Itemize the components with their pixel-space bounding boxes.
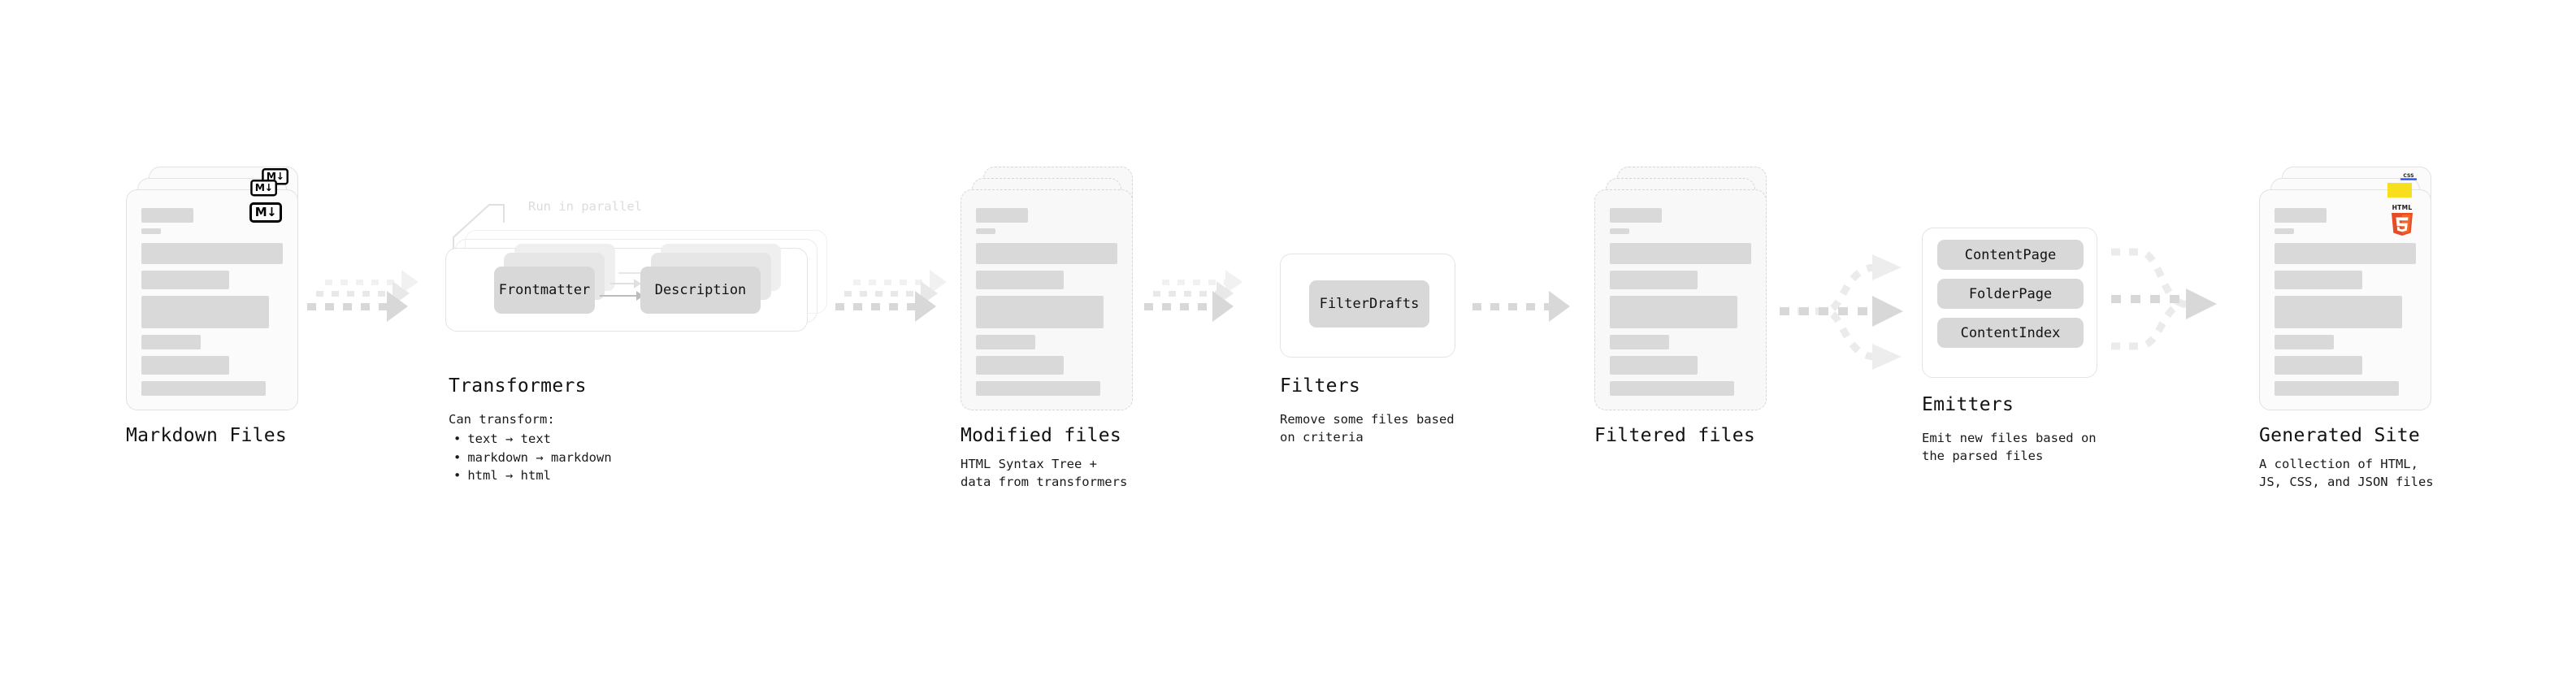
run-in-parallel-bracket-icon [453,204,505,255]
filters-box: FilterDrafts [1280,254,1455,358]
skeleton-line [1610,271,1698,289]
flow-arrow-emitters-to-site [2111,248,2217,350]
transformers-intro: Can transform: [449,412,555,427]
skeleton-subheading [1610,228,1629,234]
emitter-node-contentindex[interactable]: ContentIndex [1937,318,2084,348]
transformer-inner-arrow [600,291,644,301]
skeleton-heading [976,208,1028,223]
flow-arrow-filters-to-filtered [1472,291,1594,332]
flow-arrow-transformers-to-modified [835,268,957,333]
skeleton-line [2275,381,2400,396]
arrow-dots [853,279,931,285]
markdown-files-title: Markdown Files [126,425,288,446]
arrow-dots [325,279,403,285]
skeleton-line [2275,271,2362,289]
skeleton-line [1610,335,1670,349]
skeleton-line [141,381,267,396]
arrow-dots [835,302,917,310]
filtered-files-title: Filtered files [1594,425,1756,446]
arrow-dots [307,302,388,310]
skeleton-line [2275,296,2402,328]
arrow-head-icon [1872,296,1903,327]
flow-arrow-markdown-to-transformers [307,268,429,333]
transformer-node-frontmatter[interactable]: Frontmatter [494,267,595,314]
transformers-group: Frontmatter Description [445,230,827,332]
run-in-parallel-label: Run in parallel [528,199,642,214]
arrow-dots [1162,279,1227,285]
markdown-icon: M↓ [249,202,282,223]
emitters-title: Emitters [1922,394,2014,415]
skeleton-line [2275,356,2362,375]
filtered-card-front [1594,189,1767,410]
skeleton-subheading [2275,228,2294,234]
skeleton-line [141,243,283,264]
skeleton-line [1610,356,1698,375]
modified-card-front [961,189,1133,410]
filters-subtitle: Remove some files based on criteria [1280,412,1455,445]
transformers-description: Can transform: text → text markdown → ma… [449,410,612,485]
emitters-box: ContentPage FolderPage ContentIndex [1922,228,2097,378]
arrow-head-icon [1212,291,1234,322]
skeleton-subheading [141,228,161,234]
skeleton-subheading [976,228,995,234]
arrow-dots [316,290,394,297]
filtered-files-stack [1594,167,1767,410]
skeleton-line [976,356,1064,375]
arrow-dots [1144,302,1214,310]
transformers-bullet: markdown → markdown [449,449,611,466]
filters-title: Filters [1280,375,1361,397]
filter-node-filterdrafts[interactable]: FilterDrafts [1309,280,1429,327]
flow-arrow-filtered-to-emitters [1780,254,1903,370]
svg-text:CSS: CSS [2403,173,2413,179]
svg-text:HTML: HTML [2392,204,2413,211]
generated-site-subtitle: A collection of HTML, JS, CSS, and JSON … [2259,457,2434,489]
arrow-dots [844,290,922,297]
arrow-dots [1472,302,1550,310]
skeleton-line [1610,243,1751,264]
skeleton-line [141,296,269,328]
arrow-head-icon [1872,344,1902,370]
css3-icon: CSS [2400,173,2417,180]
modified-files-subtitle: HTML Syntax Tree + data from transformer… [961,457,1128,489]
modified-files-stack [961,167,1133,410]
skeleton-line [1610,381,1735,396]
markdown-card-front [126,189,298,410]
skeleton-line [141,335,202,349]
js-icon [2387,183,2412,197]
markdown-files-stack: M↓ M↓ M↓ [126,167,298,410]
html5-icon: HTML [2392,204,2413,236]
arrow-head-icon [1549,291,1570,322]
skeleton-line [2275,243,2416,264]
emitters-subtitle: Emit new files based on the parsed files [1922,431,2097,463]
emitter-node-contentpage[interactable]: ContentPage [1937,240,2084,270]
generated-site-stack: CSS HTML [2259,167,2431,410]
skeleton-line [976,243,1117,264]
skeleton-heading [2275,208,2327,223]
transformer-inner-arrow [610,279,641,288]
skeleton-heading [141,208,193,223]
arrow-dots [1153,290,1218,297]
skeleton-line [976,271,1064,289]
markdown-icon: M↓ [250,180,277,197]
skeleton-line [141,356,229,375]
emitter-node-folderpage[interactable]: FolderPage [1937,279,2084,309]
modified-files-title: Modified files [961,425,1122,446]
transformers-bullet: text → text [449,430,612,448]
generated-site-title: Generated Site [2259,425,2421,446]
arrow-head-icon [915,291,936,322]
skeleton-heading [1610,208,1662,223]
flow-arrow-modified-to-filters [1144,268,1266,333]
skeleton-line [976,381,1101,396]
skeleton-line [2275,335,2335,349]
arrow-head-icon [2186,288,2217,319]
skeleton-line [141,271,229,289]
transformer-node-description[interactable]: Description [640,267,761,314]
transformers-bullet: html → html [449,466,612,484]
skeleton-line [1610,296,1737,328]
skeleton-line [976,296,1104,328]
arrow-head-icon [1872,254,1902,280]
arrow-head-icon [387,291,408,322]
transformers-title: Transformers [449,375,587,397]
skeleton-line [976,335,1036,349]
